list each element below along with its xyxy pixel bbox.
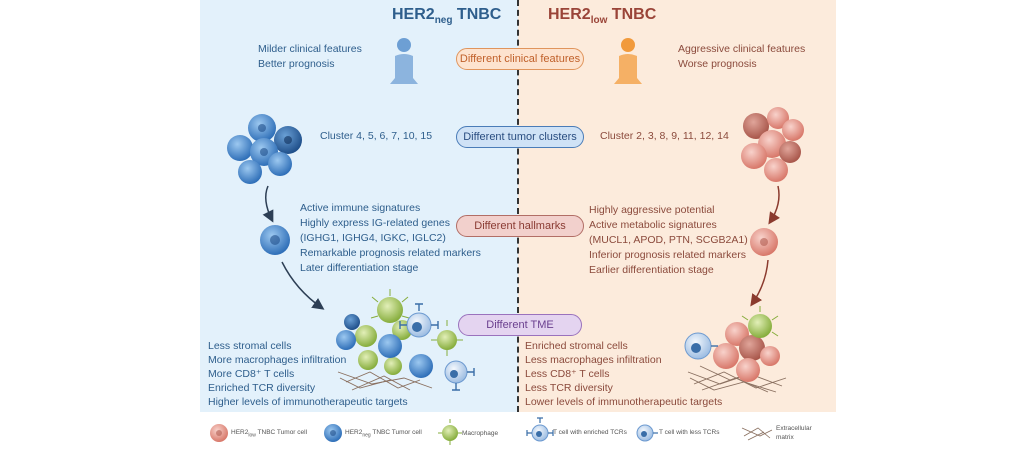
extracellular-matrix-icon (337, 371, 433, 391)
her2neg-hallmarks-text: Active immune signatures Highly express … (300, 202, 481, 274)
legend-t-cell-less: T cell with less TCRs (659, 429, 720, 436)
t-cell-icon (684, 332, 718, 360)
legend-extracellular-matrix: Extracellular matrix (776, 425, 812, 441)
her2neg-title: HER2neg TNBC (392, 6, 502, 27)
tumor-clusters-label: Different tumor clusters (456, 126, 584, 148)
legend-her2low-tumor: HER2low TNBC Tumor cell (231, 429, 308, 439)
her2low-tme-text: Enriched stromal cells Less macrophages … (525, 340, 723, 408)
arrow-icon (750, 259, 769, 307)
macrophage-icon (741, 306, 779, 338)
her2neg-tme-text: Less stromal cells More macrophages infi… (208, 340, 408, 408)
arrow-icon (768, 185, 780, 225)
tumor-cluster-icon (227, 114, 302, 184)
tumor-cluster-icon (741, 107, 804, 182)
legend-macrophage: Macrophage (462, 430, 499, 437)
clinical-features-label: Different clinical features (456, 48, 584, 70)
her2low-hallmarks-text: Highly aggressive potential Active metab… (589, 204, 748, 276)
hallmarks-label: Different hallmarks (456, 215, 584, 237)
legend-t-cell-enriched: T cell with enriched TCRs (553, 429, 627, 436)
t-cell-icon (399, 303, 475, 391)
legend-icons (210, 417, 773, 445)
dashed-divider (517, 0, 519, 412)
person-orange-icon (614, 38, 642, 84)
her2neg-clusters-text: Cluster 4, 5, 6, 7, 10, 15 (320, 130, 433, 142)
person-blue-icon (390, 38, 418, 84)
her2low-clinical-text: Aggressive clinical features Worse progn… (678, 43, 806, 70)
her2neg-clinical-text: Milder clinical features Better prognosi… (258, 43, 362, 70)
tumor-cell-icon (713, 322, 780, 382)
tumor-cell-icon (750, 228, 778, 256)
tumor-cell-icon (260, 225, 290, 255)
arrow-icon (262, 185, 274, 223)
legend-her2neg-tumor: HER2neg TNBC Tumor cell (345, 429, 422, 439)
her2low-title: HER2low TNBC (548, 6, 657, 27)
her2low-clusters-text: Cluster 2, 3, 8, 9, 11, 12, 14 (600, 130, 729, 142)
arrow-icon (281, 261, 325, 310)
tumor-cell-icon (336, 314, 433, 378)
tme-label: Different TME (458, 314, 582, 336)
